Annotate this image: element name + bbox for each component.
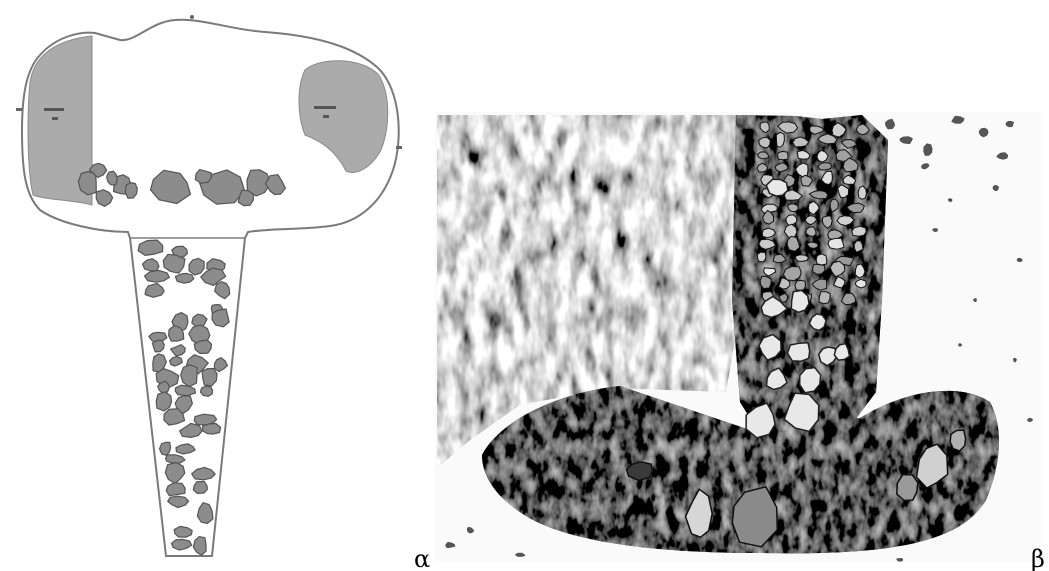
stone [138,240,163,255]
stone [806,227,816,237]
panel-b-label: β [1031,545,1045,571]
stone [165,463,185,484]
stone [171,345,186,356]
stone [796,255,809,262]
speck [993,185,999,191]
panel-b-photo [435,112,1041,562]
stone [145,283,164,297]
stone [192,467,216,479]
marker-left [16,108,22,111]
stone [160,442,171,455]
stone [174,526,192,537]
stone [852,226,866,236]
stone [819,292,830,304]
stone [171,539,191,550]
stone [181,365,197,387]
stone [950,430,966,451]
stone [795,280,806,290]
stone [265,175,285,195]
stone [168,496,189,507]
stone [791,290,809,312]
stone [776,132,784,147]
stone [197,503,213,524]
stone [175,385,195,396]
stone [189,258,204,275]
stone [778,151,788,159]
stone [143,259,160,271]
stone [195,170,211,184]
stone [757,252,766,262]
speck [1027,418,1032,422]
stone [203,424,221,435]
stone [215,358,228,372]
stone [212,309,229,327]
stone [166,455,186,463]
stone [816,254,827,265]
stone [166,483,185,496]
stone [151,170,191,203]
stone [145,270,170,282]
stone [176,444,195,454]
panel-a-diagram [16,15,402,556]
stone [96,190,112,207]
stone [855,279,866,288]
stone [152,340,164,352]
marker-top [190,15,194,19]
stone [788,343,810,362]
stone [163,254,185,273]
stone [200,386,212,396]
stone [818,163,832,170]
stone [238,190,253,205]
stone [202,369,217,387]
speck [958,343,962,346]
speck [1006,121,1014,127]
speck [933,229,938,232]
stone [760,276,771,288]
stone [766,179,788,196]
stone [175,273,193,283]
stone [193,481,207,493]
panel-a-label: α [414,545,430,571]
diagram-stones [78,163,285,555]
stone [180,423,203,437]
stone [193,537,206,556]
stone [897,475,918,501]
stone [156,392,171,411]
stone [125,183,137,199]
marker-right [396,146,402,149]
gray-zone-right [299,61,388,173]
stone [813,264,826,274]
stone [170,357,183,366]
stone [107,171,117,185]
stone [828,238,844,249]
stone [194,340,211,353]
stone [215,282,230,299]
stone [858,186,866,199]
